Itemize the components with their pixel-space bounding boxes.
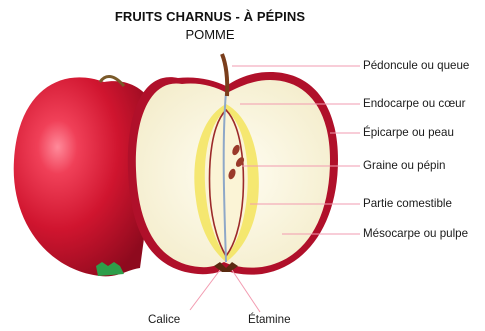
- label-calyx: Calice: [148, 313, 180, 326]
- label-mesocarp: Mésocarpe ou pulpe: [363, 227, 468, 240]
- label-endocarp: Endocarpe ou cœur: [363, 97, 465, 110]
- label-edible: Partie comestible: [363, 197, 452, 210]
- apple-half: [128, 54, 338, 275]
- label-epicarp: Épicarpe ou peau: [363, 126, 454, 139]
- label-stamen: Étamine: [248, 313, 291, 326]
- label-seed: Graine ou pépin: [363, 159, 446, 172]
- label-peduncle: Pédoncule ou queue: [363, 59, 469, 72]
